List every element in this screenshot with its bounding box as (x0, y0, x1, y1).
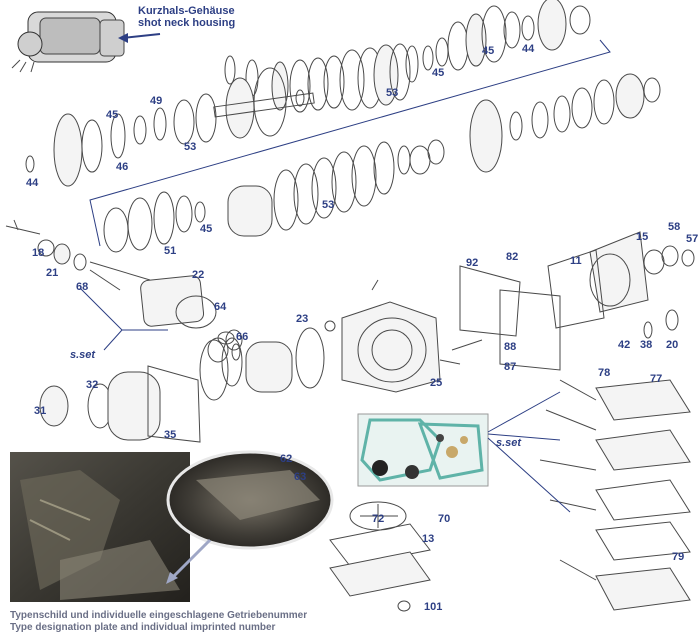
callout-45: 45 (106, 109, 118, 121)
magnifier-arrowhead (166, 572, 178, 584)
callout-82: 82 (506, 251, 518, 263)
callout-64: 64 (214, 301, 227, 313)
callout-45: 45 (432, 67, 444, 79)
callout-23: 23 (296, 313, 308, 325)
callout-numbers: 44 45 53 45 44 49 53 46 45 53 51 45 18 2… (26, 43, 698, 613)
callout-57: 57 (686, 233, 698, 245)
callout-87: 87 (504, 361, 516, 373)
callout-22: 22 (192, 269, 204, 281)
callout-32: 32 (86, 379, 98, 391)
type-plate (196, 470, 320, 520)
bell-housing (459, 231, 695, 371)
callout-77: 77 (650, 373, 662, 385)
callout-45: 45 (200, 223, 212, 235)
callout-78: 78 (598, 367, 610, 379)
callout-21: 21 (46, 267, 58, 279)
callout-49: 49 (150, 95, 162, 107)
callout-68: 68 (76, 281, 88, 293)
callout-20: 20 (666, 339, 678, 351)
clutch-pack-row-1 (224, 0, 591, 113)
callout-45: 45 (482, 45, 494, 57)
s-set-label: s.set (496, 437, 522, 449)
callout-35: 35 (164, 429, 176, 441)
callout-38: 38 (640, 339, 652, 351)
callout-70: 70 (438, 513, 450, 525)
callout-15: 15 (636, 231, 648, 243)
callout-13: 13 (422, 533, 434, 545)
pump-assembly (39, 327, 325, 443)
callout-88: 88 (504, 341, 516, 353)
callout-11: 11 (570, 255, 582, 267)
selector-parts (5, 219, 243, 363)
gasket-set-photo (357, 413, 489, 487)
installed-transmission-photo (10, 452, 190, 602)
clutch-pack-row-2 (25, 67, 661, 187)
housing-illustration (11, 11, 125, 73)
oil-pan-assembly (329, 501, 431, 612)
housing-arrowhead (118, 33, 128, 43)
callout-101: 101 (424, 601, 442, 613)
callout-18: 18 (32, 247, 44, 259)
callout-42: 42 (618, 339, 630, 351)
callout-25: 25 (430, 377, 442, 389)
callout-62: 62 (280, 453, 292, 465)
set-pointer-lines (487, 391, 571, 513)
callout-63: 63 (294, 471, 306, 483)
callout-66: 66 (236, 331, 248, 343)
housing-arrow (121, 33, 161, 39)
callout-53: 53 (386, 87, 398, 99)
callout-53: 53 (322, 199, 334, 211)
callout-58: 58 (668, 221, 680, 233)
housing-label-en: shot neck housing (138, 17, 235, 29)
callout-53: 53 (184, 141, 196, 153)
callout-44: 44 (522, 43, 535, 55)
callout-44: 44 (26, 177, 39, 189)
callout-92: 92 (466, 257, 478, 269)
s-set-pointer-left (79, 287, 168, 351)
plate-caption-en: Type designation plate and individual im… (10, 622, 276, 633)
valve-body-stack (539, 379, 691, 611)
magnifier-pointer (168, 538, 212, 582)
callout-72: 72 (372, 513, 384, 525)
transmission-case (324, 279, 483, 393)
clutch-pack-row-3 (103, 141, 411, 253)
plate-caption-de: Typenschild und individuelle eingeschlag… (10, 610, 307, 621)
housing-label-de: Kurzhals-Gehäuse (138, 5, 235, 17)
callout-79: 79 (672, 551, 684, 563)
s-set-label: s.set (70, 349, 96, 361)
callout-46: 46 (116, 161, 128, 173)
callout-31: 31 (34, 405, 46, 417)
callout-51: 51 (164, 245, 176, 257)
assembly-bracket-line (89, 39, 611, 247)
